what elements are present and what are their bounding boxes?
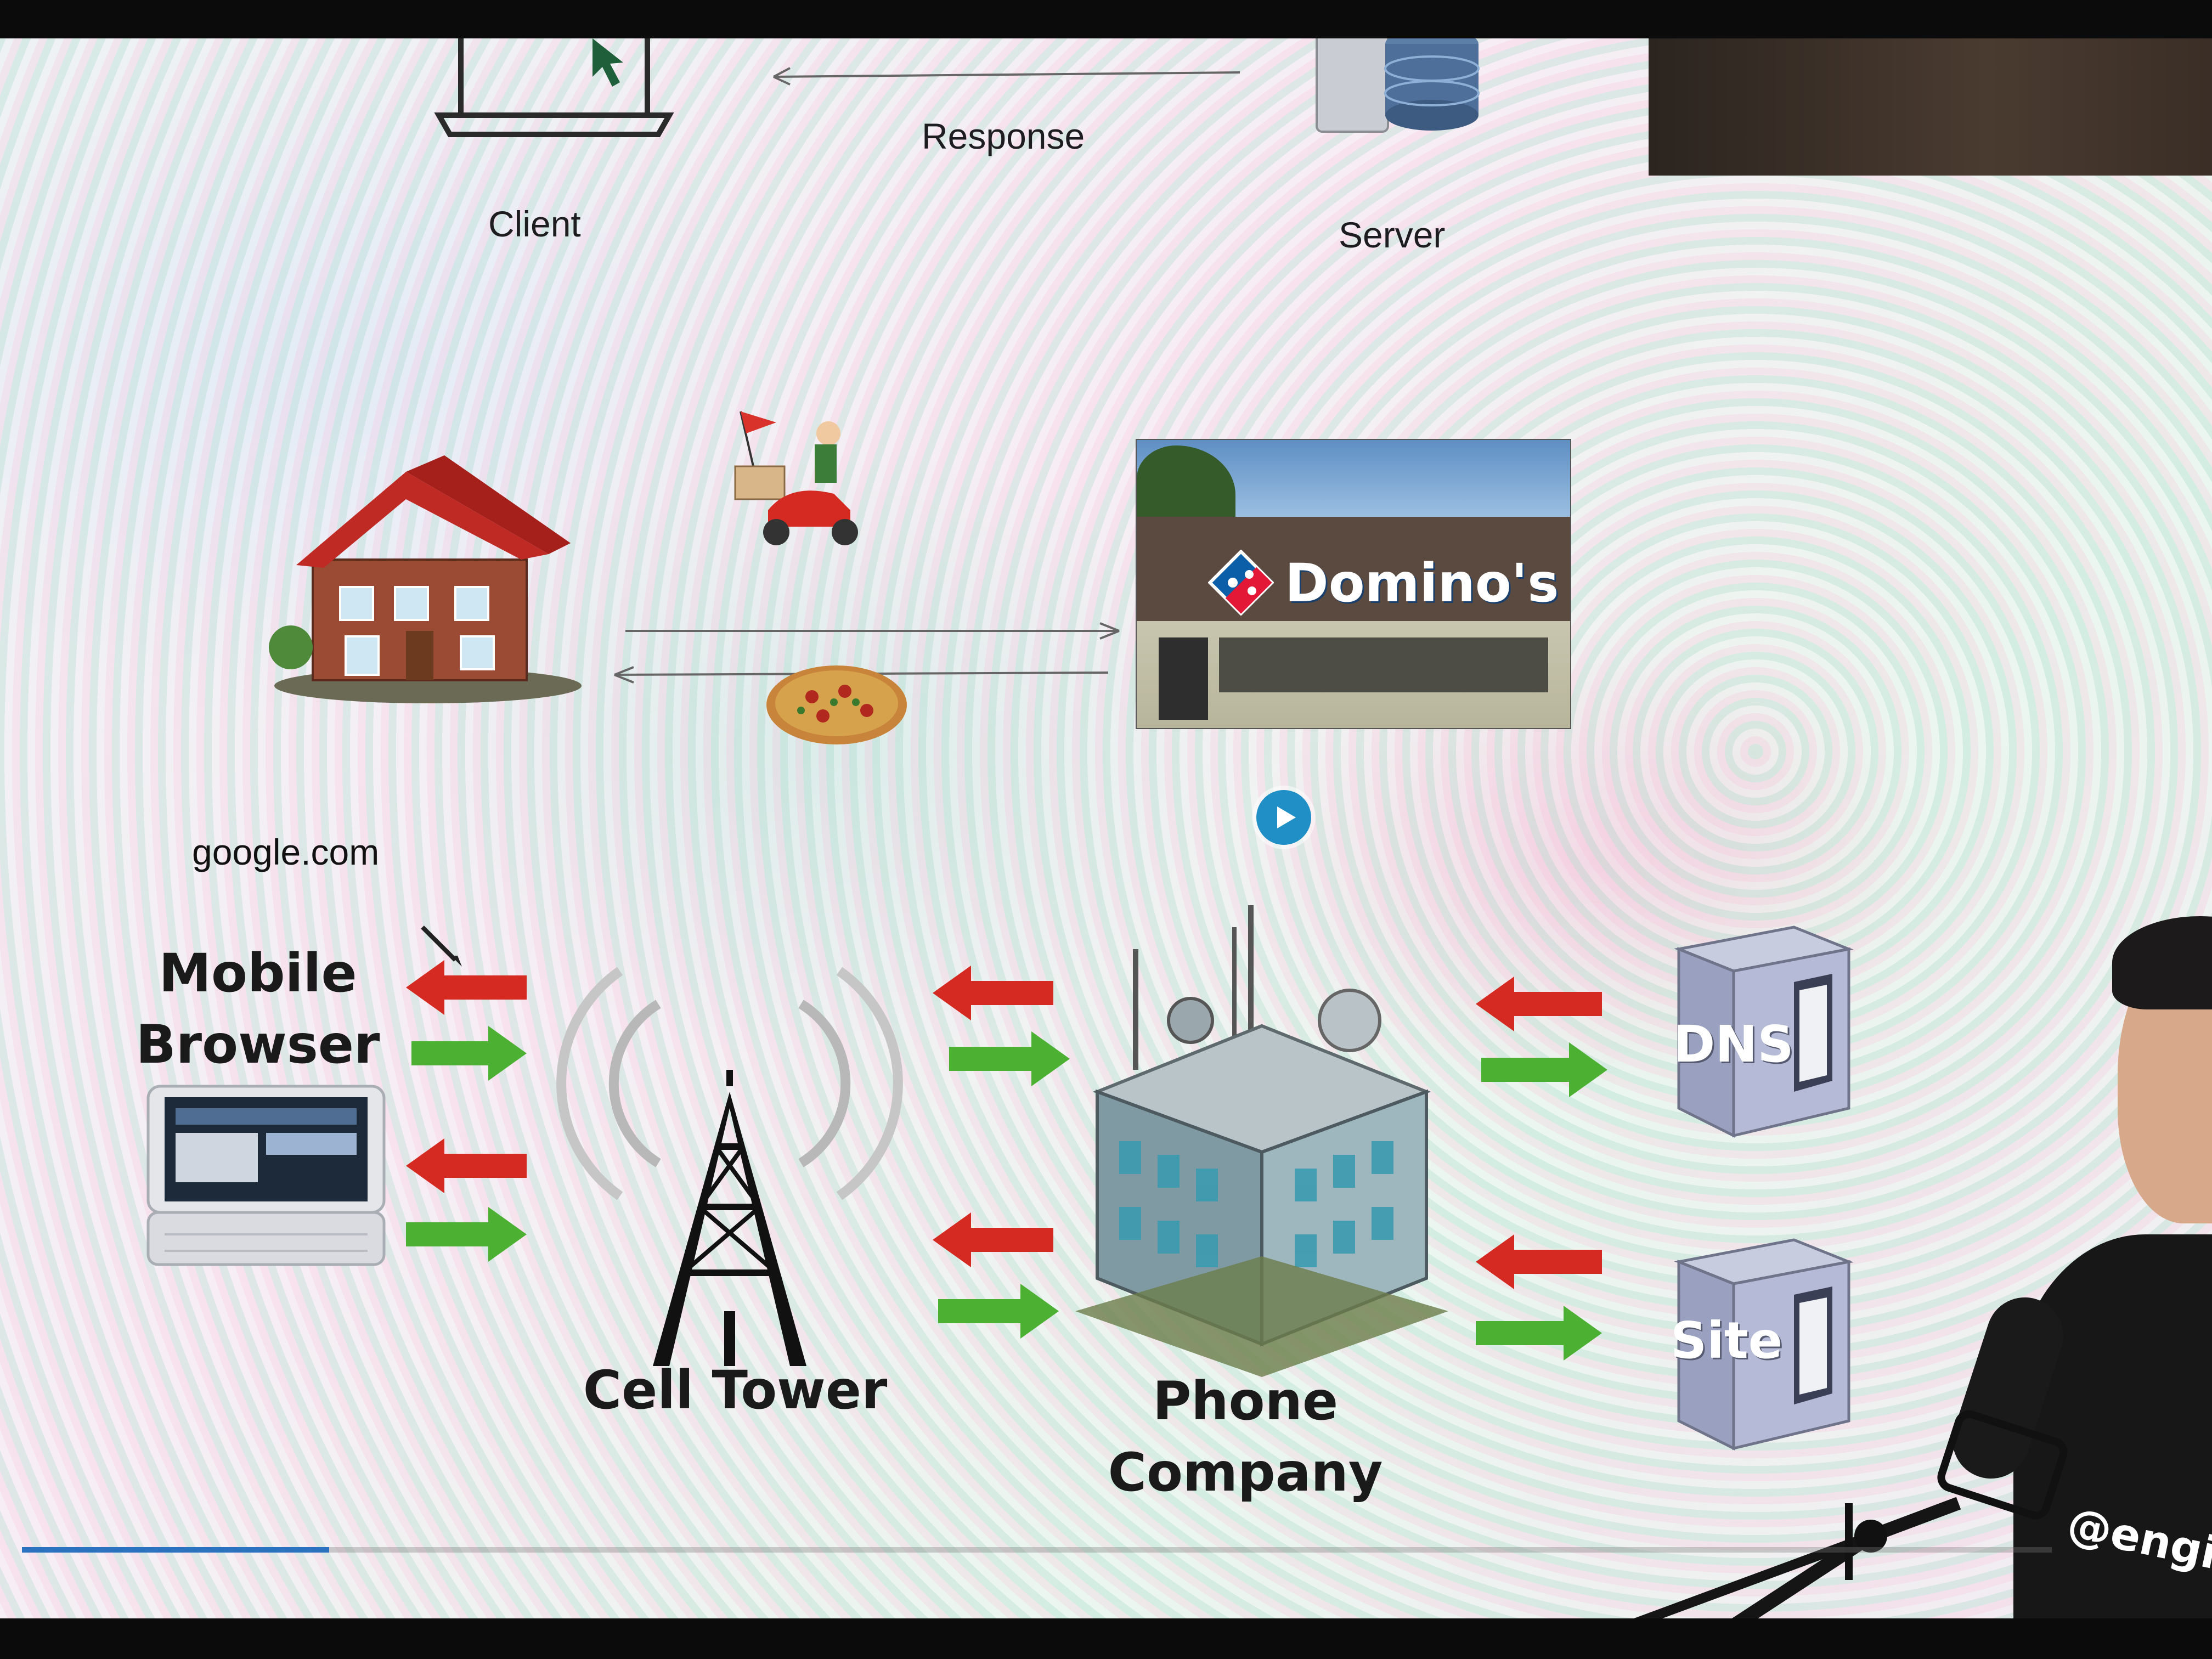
company-server-arrows	[1476, 977, 1607, 1361]
browser-tower-arrows	[406, 960, 527, 1262]
database-icon	[1316, 38, 1480, 133]
progress-fill	[22, 1547, 329, 1553]
pizza-icon	[766, 665, 907, 744]
store-sign: Domino's	[1285, 552, 1559, 614]
house-icon	[269, 455, 582, 703]
laptop-icon	[434, 38, 674, 137]
phone-company-label: Phone Company	[1108, 1370, 1383, 1503]
mobile-device-icon	[146, 1085, 386, 1266]
cell-tower-label: Cell Tower	[583, 1359, 888, 1421]
site-label: Site	[1671, 1311, 1783, 1370]
server-icon	[1674, 1238, 1854, 1451]
play-icon	[1277, 806, 1296, 828]
response-arrow	[773, 67, 1240, 86]
presenter-hair	[2112, 916, 2212, 1009]
progress-track[interactable]	[22, 1547, 2052, 1553]
tower-company-arrows	[933, 966, 1070, 1339]
building-icon	[1075, 905, 1448, 1377]
store-door	[1159, 637, 1208, 720]
microphone-icon	[1634, 1297, 2068, 1618]
play-button[interactable]	[1256, 790, 1311, 845]
address-label: google.com	[192, 832, 380, 872]
server-label: Server	[1339, 215, 1446, 255]
client-label: Client	[488, 204, 581, 244]
scooter-icon	[734, 411, 858, 545]
server-icon	[1674, 926, 1854, 1138]
store-windows	[1219, 637, 1548, 692]
dns-label: DNS	[1673, 1015, 1794, 1074]
pencil-icon	[421, 926, 462, 967]
dominos-logo-icon	[1208, 550, 1274, 616]
store-roof	[1137, 517, 1570, 621]
presenter-shirt	[2013, 1234, 2212, 1618]
cell-tower-icon	[556, 967, 903, 1366]
mobile-browser-label: Mobile Browser	[136, 943, 380, 1075]
presenter-webcam: @engin	[1931, 916, 2212, 1618]
dominos-store-photo: Domino's	[1136, 439, 1571, 729]
slide-screen: Response Client Server	[0, 38, 2212, 1618]
webcam-background	[1649, 38, 2212, 176]
response-label: Response	[922, 116, 1085, 156]
